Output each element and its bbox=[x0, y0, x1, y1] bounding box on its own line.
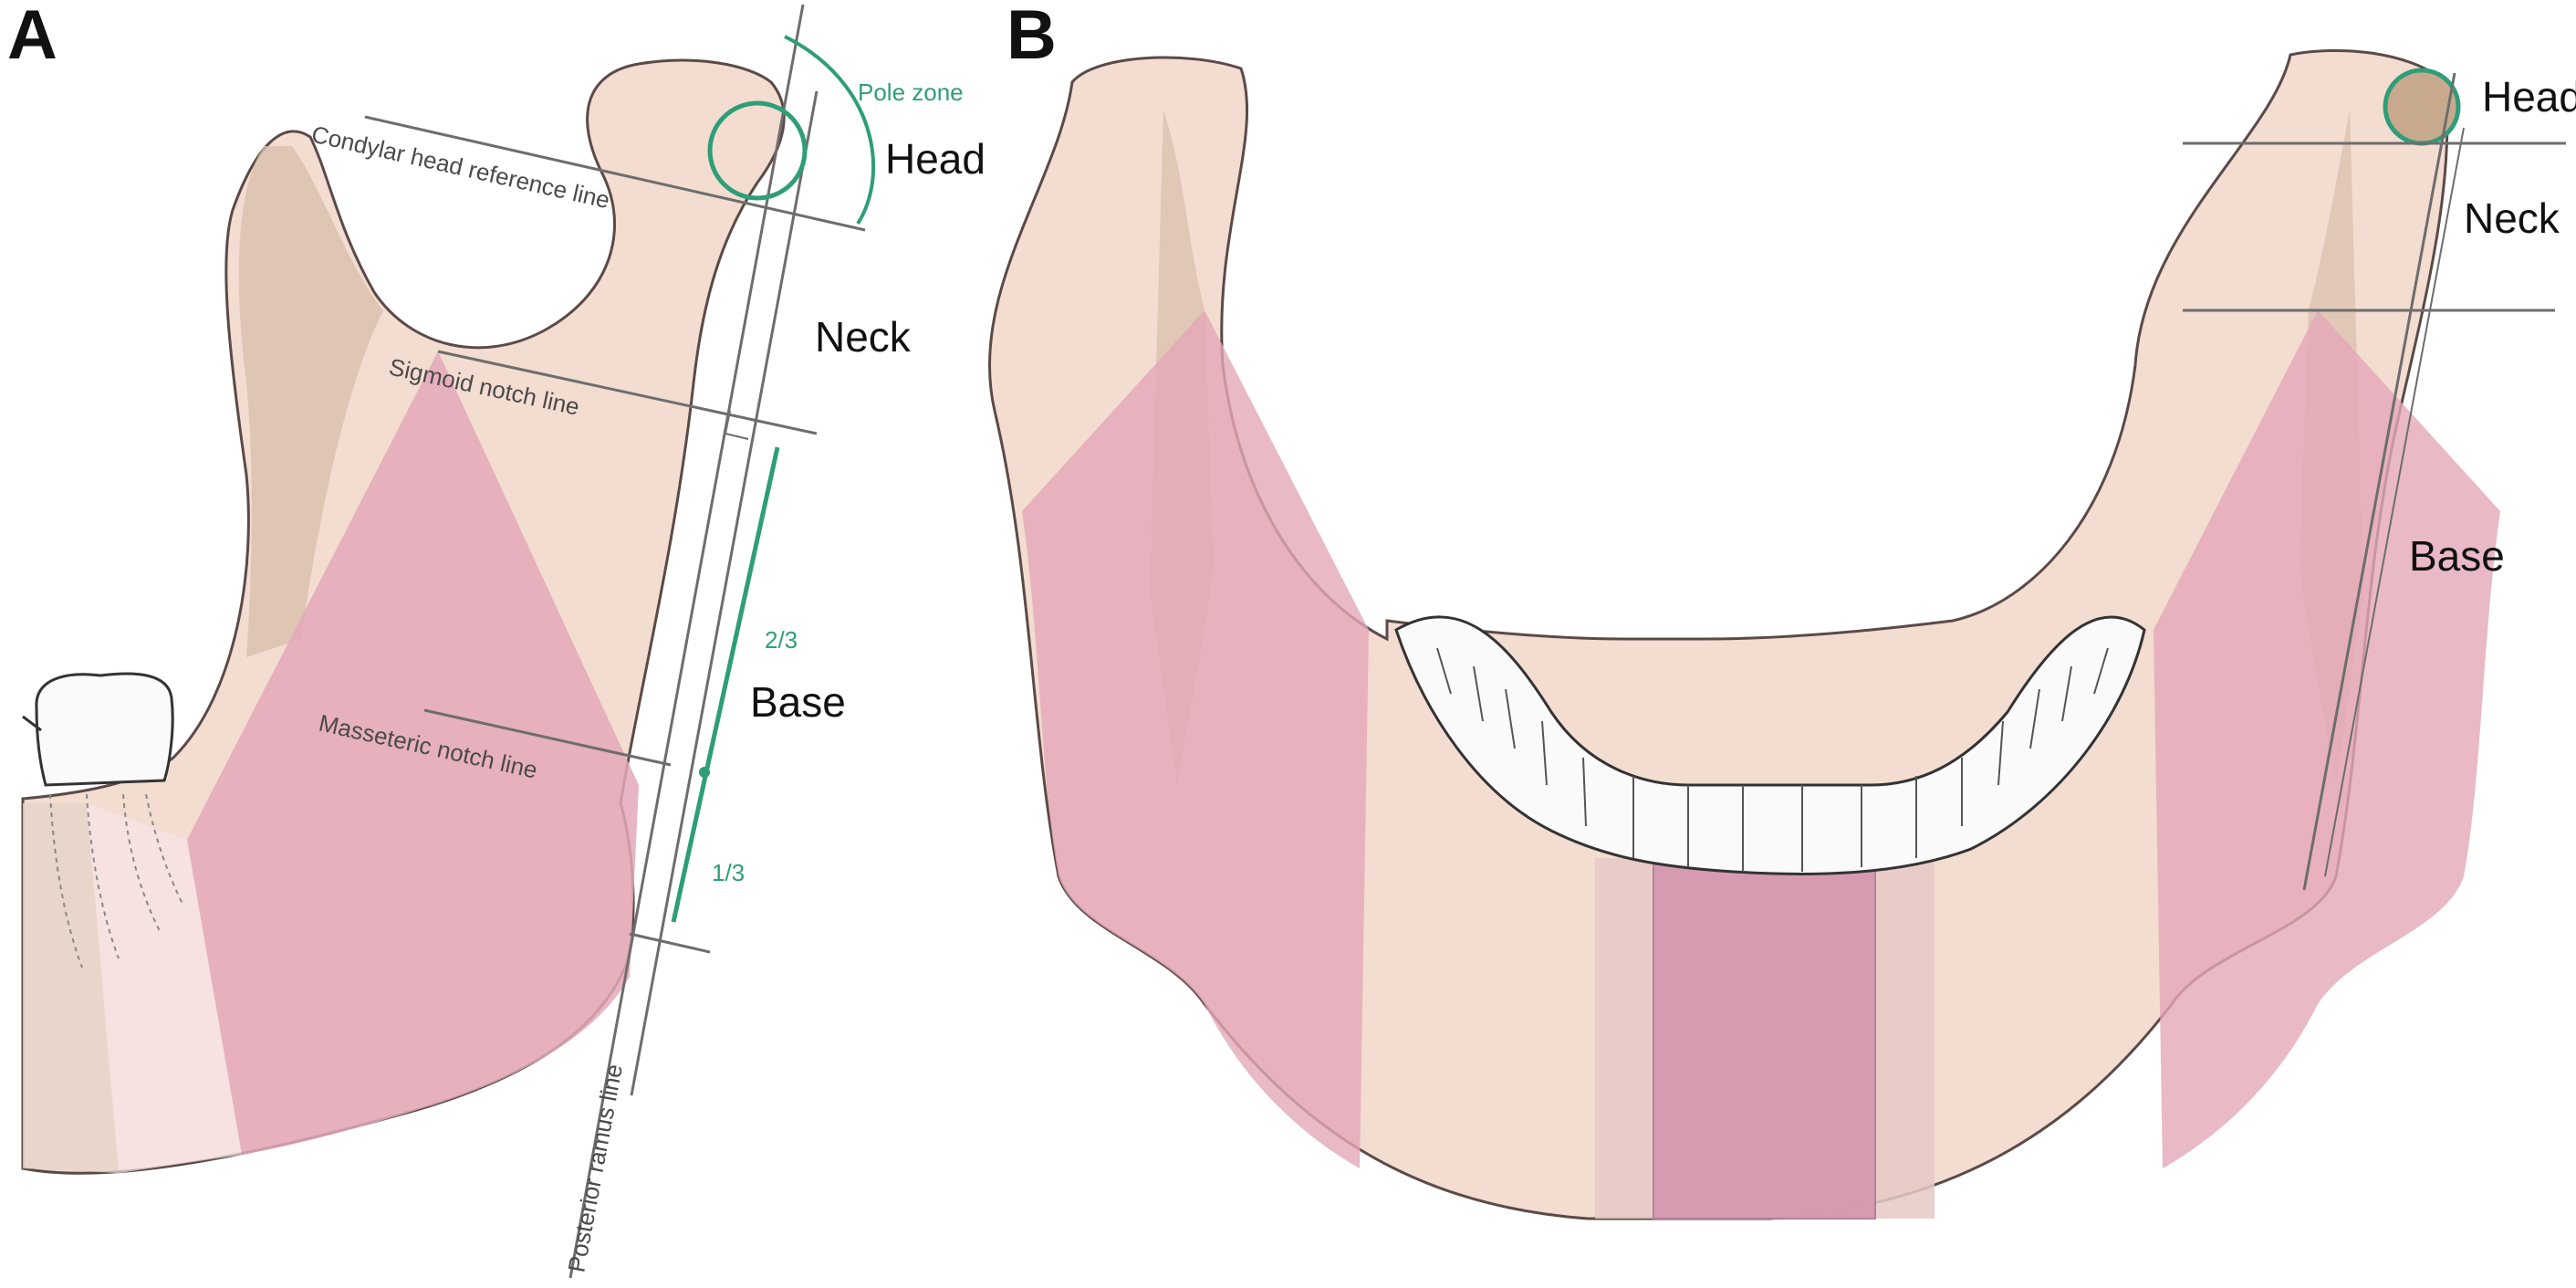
panel-a-neck-label: Neck bbox=[815, 313, 912, 361]
posterior-body-band bbox=[87, 803, 242, 1173]
panel-a-base-label: Base bbox=[750, 678, 846, 726]
tooth-dividers bbox=[1436, 647, 2109, 872]
panel-b-head-label: Head bbox=[2482, 73, 2576, 120]
panel-a-head-label: Head bbox=[885, 135, 986, 183]
molar-tooth bbox=[35, 672, 174, 787]
tooth-roots bbox=[49, 793, 183, 969]
condylar-head-reference-line bbox=[364, 115, 866, 232]
posterior-ramus-label: Posterior ramus line bbox=[562, 1062, 628, 1274]
panel-a-letter: A bbox=[7, 0, 57, 74]
posterior-ramus-line bbox=[568, 4, 805, 1279]
left-pink-zone bbox=[1022, 310, 1369, 1168]
anterior-body-band bbox=[23, 803, 119, 1173]
pole-zone-arc bbox=[784, 35, 876, 225]
panel-a: A Condylar head reference line Sigmoid n… bbox=[7, 0, 986, 1279]
panel-b-letter: B bbox=[1006, 0, 1057, 74]
panel-b-neck-label: Neck bbox=[2464, 194, 2560, 242]
adjacent-tooth-edge bbox=[22, 715, 42, 732]
masseter-region bbox=[187, 351, 639, 1155]
masseteric-notch-line bbox=[423, 708, 672, 767]
symphysis-inner-band bbox=[1653, 857, 1876, 1220]
right-pink-zone bbox=[2154, 310, 2500, 1168]
sigmoid-notch-line bbox=[437, 350, 818, 435]
panel-b-ramus-line bbox=[2302, 72, 2456, 891]
ramus-base-line bbox=[629, 932, 711, 954]
dental-arch bbox=[1394, 615, 2146, 875]
one-third-label: 1/3 bbox=[712, 859, 745, 886]
panel-b: B Head Neck Base bbox=[987, 0, 2576, 1220]
coronoid-shading bbox=[238, 146, 383, 657]
two-thirds-label: 2/3 bbox=[765, 626, 798, 654]
base-measure-point bbox=[699, 767, 710, 778]
right-angle-marker bbox=[724, 410, 749, 440]
panel-b-base-label: Base bbox=[2409, 532, 2505, 580]
condylar-head-reference-label: Condylar head reference line bbox=[309, 120, 612, 215]
condylar-pole-circle bbox=[707, 100, 808, 201]
base-measure-line bbox=[671, 446, 780, 923]
pole-zone-label: Pole zone bbox=[858, 79, 964, 106]
posterior-ramus-line-2 bbox=[630, 90, 819, 1096]
panel-b-ramus-line-2 bbox=[2324, 127, 2465, 877]
